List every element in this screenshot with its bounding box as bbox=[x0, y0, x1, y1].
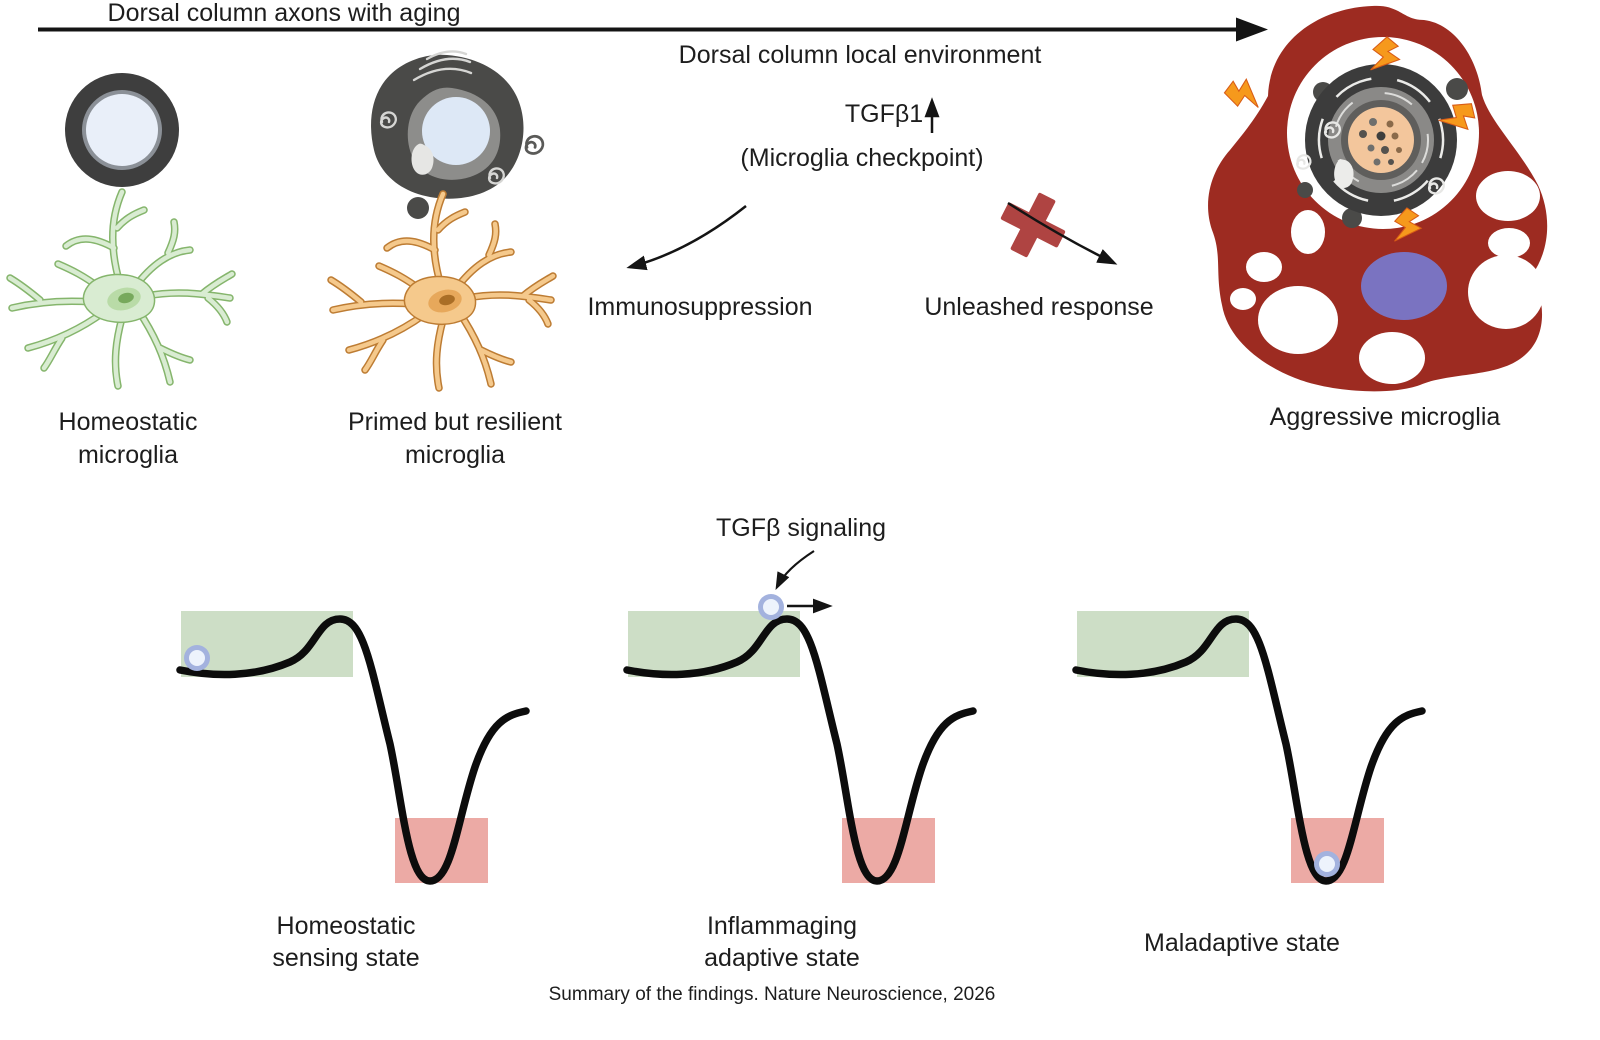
tgfb-signaling-label: TGFβ signaling bbox=[716, 514, 886, 542]
svg-text:microglia: microglia bbox=[405, 441, 505, 469]
primed-microglia-cell bbox=[331, 194, 553, 388]
environment-label: Dorsal column local environment bbox=[679, 41, 1042, 69]
immunosuppression-arrow bbox=[626, 205, 747, 271]
homeostatic-microglia-label: Homeostatic microglia bbox=[59, 408, 198, 469]
state-label-maladaptive: Maladaptive state bbox=[1144, 929, 1340, 957]
aggressive-microglia-label: Aggressive microglia bbox=[1270, 403, 1501, 431]
axon-debris-dots bbox=[1359, 118, 1402, 166]
landscape-inflammaging bbox=[627, 611, 973, 883]
engulfed-axon bbox=[1296, 64, 1468, 228]
svg-text:microglia: microglia bbox=[78, 441, 178, 469]
unleashed-arrow bbox=[1007, 201, 1118, 265]
state-ball-inflammaging bbox=[758, 594, 784, 620]
tgfb1-label: TGFβ1 bbox=[845, 100, 923, 128]
landscape-homeostatic bbox=[180, 611, 526, 883]
state-label-inflammaging: Inflammaging adaptive state bbox=[704, 912, 860, 972]
state-ball-maladaptive bbox=[1314, 851, 1340, 877]
landscape-maladaptive bbox=[1076, 611, 1422, 883]
stressed-axon bbox=[371, 50, 545, 219]
immunosuppression-label: Immunosuppression bbox=[587, 293, 812, 321]
homeostatic-microglia-cell bbox=[10, 192, 232, 386]
blocked-x-icon bbox=[1000, 192, 1066, 258]
svg-text:Homeostatic: Homeostatic bbox=[277, 912, 416, 940]
unleashed-label: Unleashed response bbox=[924, 293, 1153, 321]
figure-title: Dorsal column axons with aging bbox=[108, 0, 461, 27]
svg-text:adaptive state: adaptive state bbox=[704, 944, 860, 972]
svg-text:Homeostatic: Homeostatic bbox=[59, 408, 198, 436]
checkpoint-label: (Microglia checkpoint) bbox=[740, 144, 983, 172]
purple-nucleus bbox=[1361, 252, 1447, 320]
tgfb-signaling-pointer-arrow bbox=[775, 550, 815, 590]
svg-text:sensing state: sensing state bbox=[272, 944, 419, 972]
svg-text:Primed but resilient: Primed but resilient bbox=[348, 408, 562, 436]
state-label-homeostatic: Homeostatic sensing state bbox=[272, 912, 419, 972]
svg-text:Maladaptive state: Maladaptive state bbox=[1144, 929, 1340, 957]
state-ball-homeostatic bbox=[184, 645, 210, 671]
figure-caption: Summary of the findings. Nature Neurosci… bbox=[549, 984, 996, 1005]
aggressive-microglia-cell bbox=[1208, 5, 1548, 392]
svg-text:Inflammaging: Inflammaging bbox=[707, 912, 857, 940]
healthy-axon bbox=[65, 73, 179, 187]
primed-microglia-label: Primed but resilient microglia bbox=[348, 408, 562, 469]
